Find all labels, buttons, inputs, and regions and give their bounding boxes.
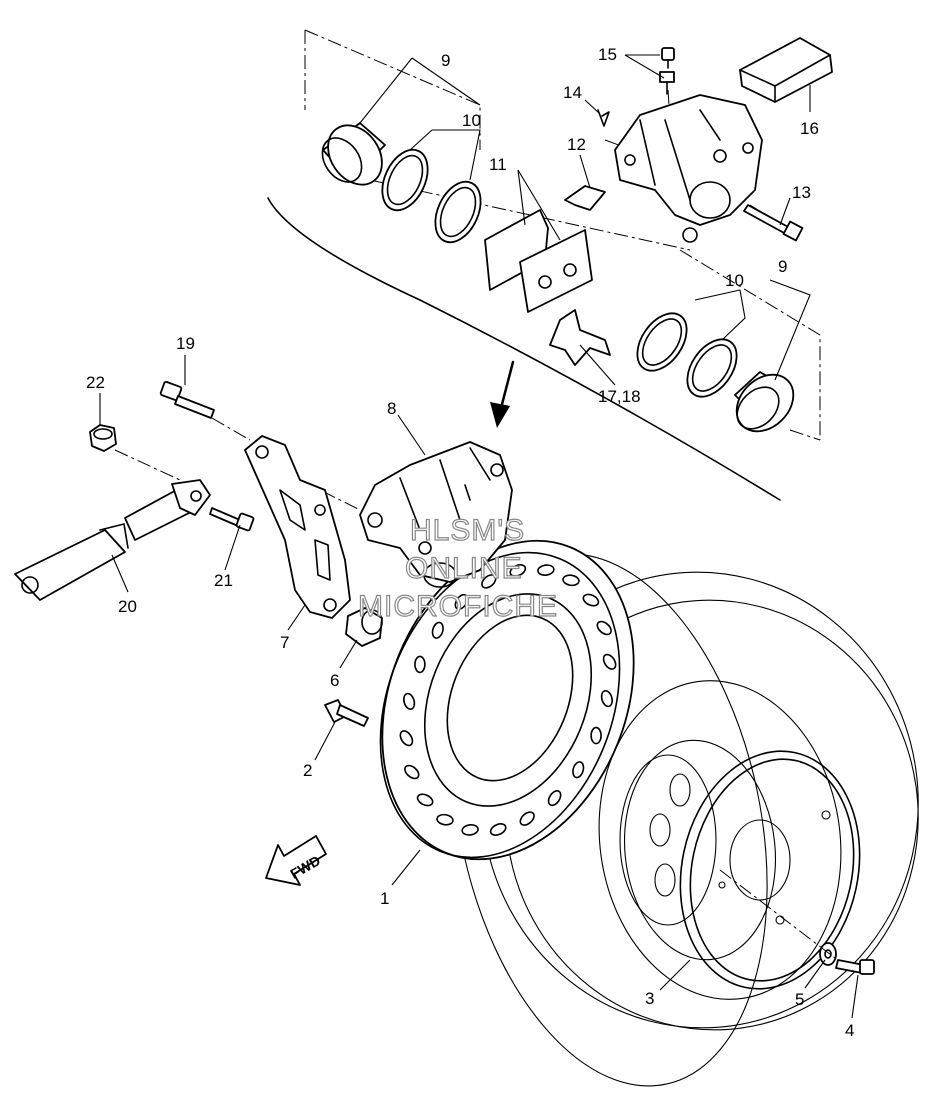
- disc-vent-hole: [537, 564, 555, 576]
- callout-2: 2: [303, 761, 312, 780]
- callout-labels: 9 10 11 12 14 15 16 13 9 10 17,18 19 22 …: [86, 45, 854, 1040]
- callout-15: 15: [598, 45, 617, 64]
- bleed-screw-part-15: [659, 47, 675, 95]
- callout-22: 22: [86, 373, 105, 392]
- brake-pads-part-11: [484, 209, 593, 313]
- callout-10-upper: 10: [462, 111, 481, 130]
- caliper-bracket-part-7: [244, 435, 351, 619]
- pad-spring-part-12: [564, 185, 606, 211]
- callout-1: 1: [380, 889, 389, 908]
- washer-part-5: [819, 942, 837, 966]
- pad-support-part-17-18: [549, 309, 611, 366]
- damper-ring-part-3: [679, 750, 861, 990]
- callout-6: 6: [330, 671, 339, 690]
- disc-vent-hole: [431, 621, 444, 639]
- seal-part-10-left: [381, 148, 482, 244]
- watermark-line-2: ONLINE: [405, 552, 523, 585]
- clip-part-14: [597, 109, 610, 127]
- callout-17-18: 17,18: [598, 387, 641, 406]
- callout-21: 21: [214, 571, 233, 590]
- leader-lines: [99, 54, 859, 1019]
- piston-part-9-left: [321, 122, 386, 186]
- disc-vent-hole: [403, 692, 416, 711]
- disc-vent-hole: [399, 730, 414, 747]
- watermark: HLSM'S ONLINE MICROFICHE: [357, 513, 558, 623]
- caliper-body-upper: [614, 94, 763, 243]
- callout-14: 14: [563, 83, 582, 102]
- watermark-line-3: MICROFICHE: [358, 590, 558, 623]
- disc-vent-hole: [509, 564, 527, 577]
- callout-11: 11: [489, 155, 507, 174]
- disc-vent-hole: [414, 655, 426, 674]
- fwd-arrow-icon: FWD: [265, 835, 327, 886]
- caliper-assembly-part-8: [359, 441, 513, 588]
- disc-vent-hole: [519, 811, 535, 826]
- disc-vent-hole: [454, 593, 469, 610]
- callout-20: 20: [118, 597, 137, 616]
- disc-vent-hole: [582, 593, 600, 607]
- callout-12: 12: [567, 135, 586, 154]
- bolt-part-4: [835, 959, 875, 975]
- wheel-rim: [452, 553, 919, 1087]
- torque-rod-part-20: [14, 479, 211, 601]
- callout-4: 4: [845, 1021, 854, 1040]
- callout-7: 7: [280, 633, 289, 652]
- disc-vent-hole: [547, 790, 562, 807]
- pad-pin-part-13: [743, 204, 804, 242]
- disc-vent-hole: [590, 726, 602, 745]
- callout-5: 5: [795, 990, 804, 1009]
- nut-part-22: [89, 424, 117, 452]
- brake-disc-part-1: [379, 539, 635, 861]
- disc-vent-hole: [404, 764, 420, 780]
- callout-9-lower: 9: [778, 257, 787, 276]
- disc-vent-hole: [416, 793, 434, 807]
- caliper-cover-part-16: [739, 37, 833, 103]
- disc-vent-hole: [461, 824, 479, 836]
- disc-vent-hole: [562, 574, 580, 587]
- disc-vent-hole: [596, 620, 612, 636]
- callout-3: 3: [645, 989, 654, 1008]
- watermark-line-1: HLSM'S: [410, 514, 525, 547]
- disc-vent-hole: [489, 823, 507, 836]
- seal-part-10-right: [636, 312, 738, 398]
- bolt-part-2: [324, 699, 369, 727]
- alignment-line-4: [719, 869, 836, 959]
- disc-vent-hole: [600, 689, 613, 708]
- callout-10-lower: 10: [725, 271, 744, 290]
- disc-vent-hole: [436, 813, 454, 826]
- bolt-part-21: [209, 507, 255, 532]
- assembly-arrow-icon: [490, 360, 515, 428]
- callout-16: 16: [800, 119, 819, 138]
- group-bracket: [267, 197, 781, 501]
- callout-8: 8: [387, 399, 396, 418]
- callout-13: 13: [792, 183, 811, 202]
- disc-vent-hole: [602, 653, 617, 670]
- disc-vent-hole: [481, 574, 497, 589]
- disc-vent-hole: [572, 761, 585, 779]
- spacer-part-6: [345, 607, 383, 647]
- callout-9-upper: 9: [441, 51, 450, 70]
- piston-part-9-right: [734, 371, 795, 433]
- callout-19: 19: [176, 334, 195, 353]
- bolt-part-19: [159, 381, 215, 419]
